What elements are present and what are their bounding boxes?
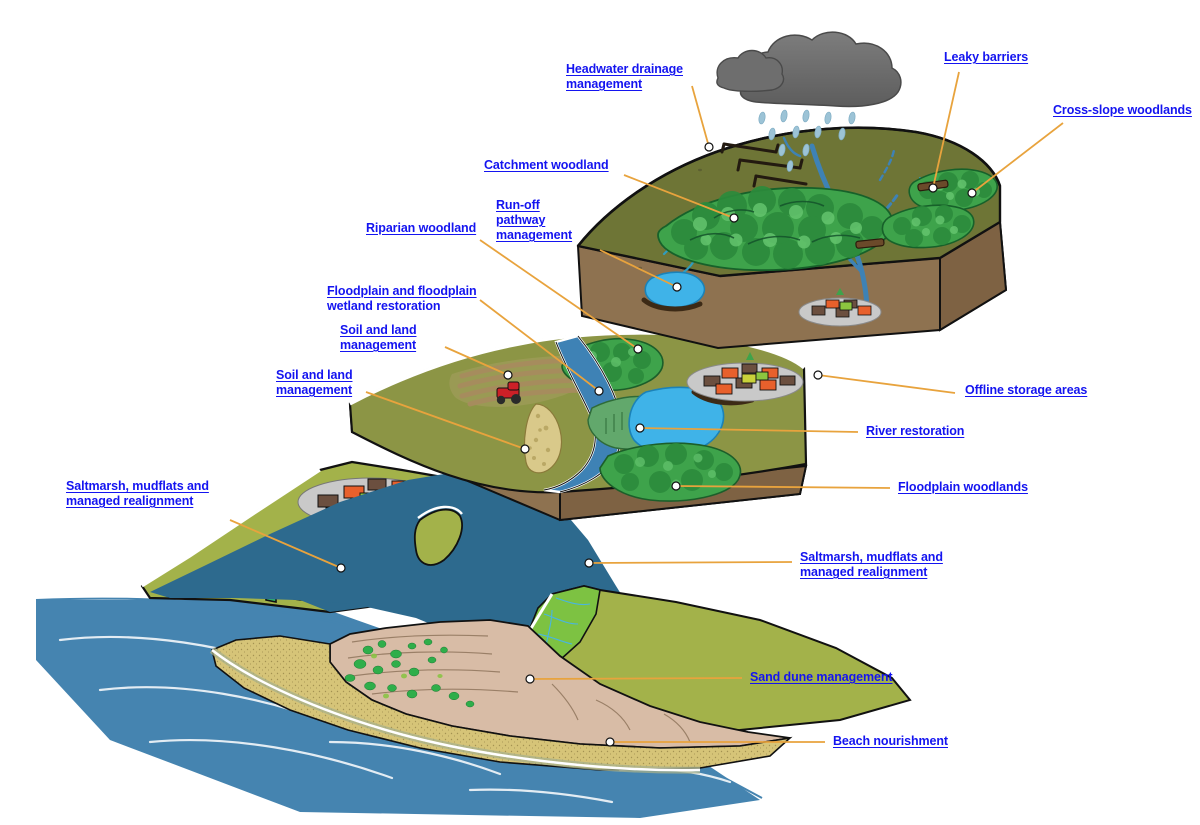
callout-dot-offline-storage-areas (813, 370, 823, 380)
leader-line-saltmarsh-mudflats-managed-realignment-right (588, 561, 793, 564)
callout-dot-leaky-barriers (928, 183, 938, 193)
leader-line-sand-dune-management (529, 677, 743, 680)
callout-dot-soil-and-land-management-lower (520, 444, 530, 454)
label-offline-storage-areas[interactable]: Offline storage areas (965, 383, 1087, 398)
leader-line-riparian-woodland (479, 239, 639, 350)
leader-line-river-restoration (639, 427, 859, 433)
label-line: Floodplain and floodplain (327, 284, 477, 298)
label-line: pathway (496, 213, 546, 227)
label-line: management (340, 338, 417, 352)
leader-line-soil-and-land-management-lower (365, 391, 526, 450)
label-catchment-woodland[interactable]: Catchment woodland (484, 158, 609, 173)
callout-dot-riparian-woodland (633, 344, 643, 354)
leader-line-run-off-pathway-management (599, 249, 678, 288)
leader-line-leaky-barriers (932, 71, 960, 189)
label-line: Leaky barriers (944, 50, 1029, 64)
callout-dot-cross-slope-woodlands (967, 188, 977, 198)
label-line: managed realignment (800, 565, 928, 579)
label-floodplain-woodlands[interactable]: Floodplain woodlands (898, 480, 1028, 495)
leader-line-saltmarsh-mudflats-managed-realignment-left (229, 519, 342, 569)
upland-village (798, 288, 882, 327)
label-line: management (566, 77, 643, 91)
leader-line-headwater-drainage-management (691, 85, 710, 148)
callout-dot-saltmarsh-mudflats-managed-realignment-left (336, 563, 346, 573)
callout-dot-beach-nourishment (605, 737, 615, 747)
label-sand-dune-management[interactable]: Sand dune management (750, 670, 893, 685)
callout-dot-floodplain-and-floodplain-wetland-restoration (594, 386, 604, 396)
leader-line-soil-and-land-management-upper (444, 346, 509, 376)
label-line: Offline storage areas (965, 383, 1088, 397)
label-line: management (276, 383, 353, 397)
cross-slope-woodland-patches (881, 168, 998, 249)
label-cross-slope-woodlands[interactable]: Cross-slope woodlands (1053, 103, 1192, 118)
label-line: managed realignment (66, 494, 194, 508)
leader-line-cross-slope-woodlands (971, 122, 1064, 194)
label-line: Beach nourishment (833, 734, 948, 748)
saltmarsh-creeks (529, 585, 601, 661)
label-riparian-woodland[interactable]: Riparian woodland (366, 221, 476, 236)
label-line: Saltmarsh, mudflats and (800, 550, 943, 564)
headwater-drains (720, 142, 808, 188)
label-river-restoration[interactable]: River restoration (866, 424, 964, 439)
rain-cloud (716, 31, 902, 108)
callout-dot-soil-and-land-management-upper (503, 370, 513, 380)
label-line: Riparian woodland (366, 221, 477, 235)
label-line: wetland restoration (327, 299, 441, 313)
label-line: Saltmarsh, mudflats and (66, 479, 209, 493)
beach (209, 635, 793, 774)
label-line: River restoration (866, 424, 965, 438)
floodplain-village (686, 352, 804, 402)
sand-dunes (329, 619, 791, 749)
callout-leader-lines (229, 71, 1064, 747)
callout-dot-sand-dune-management (525, 674, 535, 684)
callout-dot-run-off-pathway-management (672, 282, 682, 292)
floodplain-block (348, 331, 808, 522)
leader-line-floodplain-woodlands (675, 485, 891, 489)
label-leaky-barriers[interactable]: Leaky barriers (944, 50, 1028, 65)
callout-dot-floodplain-woodlands (671, 481, 681, 491)
leader-line-catchment-woodland (623, 174, 735, 219)
label-line: Soil and land (340, 323, 417, 337)
label-line: Soil and land (276, 368, 353, 382)
callout-dot-river-restoration (635, 423, 645, 433)
floodplain-woodland-patch (599, 442, 742, 502)
tractor (496, 381, 521, 405)
coastal-estuary-block (140, 460, 912, 774)
label-beach-nourishment[interactable]: Beach nourishment (833, 734, 948, 749)
label-line: management (496, 228, 573, 242)
callout-dot-headwater-drainage-management (704, 142, 714, 152)
eroding-bank (523, 403, 563, 474)
leader-line-floodplain-and-floodplain-wetland-restoration (479, 299, 600, 392)
catchment-woodland-patch (657, 186, 894, 272)
leader-line-offline-storage-areas (817, 374, 956, 394)
rain-drops (758, 109, 856, 172)
label-line: Headwater drainage (566, 62, 683, 76)
callout-dot-catchment-woodland (729, 213, 739, 223)
label-line: Sand dune management (750, 670, 893, 684)
label-line: Catchment woodland (484, 158, 609, 172)
label-line: Cross-slope woodlands (1053, 103, 1192, 117)
callout-dot-saltmarsh-mudflats-managed-realignment-right (584, 558, 594, 568)
label-line: Run-off (496, 198, 540, 212)
upland-catchment-block (576, 126, 1008, 350)
label-line: Floodplain woodlands (898, 480, 1028, 494)
